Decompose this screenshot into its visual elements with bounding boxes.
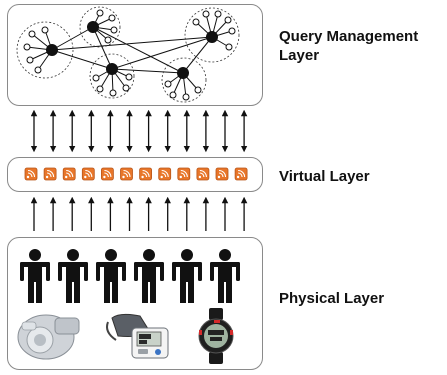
network-cluster bbox=[184, 7, 240, 63]
people-row bbox=[20, 249, 240, 303]
sports-watch bbox=[198, 308, 234, 364]
physical-layer-box bbox=[7, 237, 263, 370]
virtual-node-icon bbox=[234, 167, 248, 181]
virtual-node-icon bbox=[81, 167, 95, 181]
hub-node bbox=[206, 31, 218, 43]
network-cluster bbox=[16, 21, 74, 79]
physical-layer-label: Physical Layer bbox=[279, 290, 385, 307]
hub-node bbox=[177, 67, 189, 79]
virtual-node-icon bbox=[215, 167, 229, 181]
query-management-layer-label: Query Management Layer bbox=[279, 28, 419, 64]
person-icon bbox=[172, 249, 202, 303]
blood-pressure-monitor bbox=[106, 313, 169, 359]
upward-arrows bbox=[30, 196, 248, 231]
person-icon bbox=[20, 249, 50, 303]
virtual-layer-box bbox=[7, 157, 263, 192]
virtual-node-icon bbox=[158, 167, 172, 181]
network-cluster bbox=[161, 57, 207, 103]
virtual-node-icon bbox=[101, 167, 114, 181]
network-cluster bbox=[89, 53, 135, 99]
bidirectional-arrows bbox=[30, 109, 248, 153]
virtual-node-icon bbox=[196, 167, 210, 181]
hub-node bbox=[106, 63, 118, 75]
person-icon bbox=[58, 249, 88, 303]
hub-node bbox=[87, 21, 99, 33]
virtual-node-icons bbox=[24, 167, 248, 181]
person-icon bbox=[96, 249, 126, 303]
virtual-layer-label: Virtual Layer bbox=[279, 168, 370, 185]
virtual-node-icon bbox=[24, 167, 38, 181]
person-icon bbox=[210, 249, 240, 303]
hub-node bbox=[46, 44, 58, 56]
virtual-node-icon bbox=[139, 167, 153, 181]
virtual-node-icon bbox=[177, 167, 191, 181]
person-icon bbox=[134, 249, 164, 303]
network-links bbox=[51, 26, 213, 74]
virtual-node-icon bbox=[43, 167, 57, 181]
query-management-layer-box bbox=[7, 4, 263, 106]
fitness-band-device bbox=[17, 314, 80, 360]
network-cluster bbox=[79, 6, 121, 48]
virtual-node-icon bbox=[120, 167, 133, 181]
network-graph bbox=[16, 6, 240, 103]
virtual-node-icon bbox=[62, 167, 76, 181]
